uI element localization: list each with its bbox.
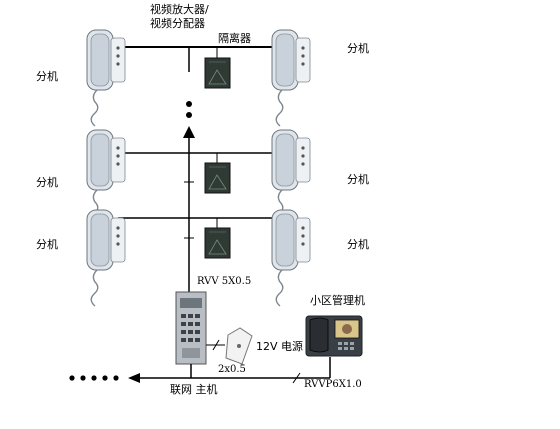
extension-label-right-3: 分机 xyxy=(347,237,369,251)
riser-arrow-icon xyxy=(183,126,195,138)
isolator-label: 隔离器 xyxy=(218,31,251,45)
extension-label-left-1: 分机 xyxy=(36,69,58,83)
bus-continuation-dots xyxy=(69,375,119,381)
management-console xyxy=(305,315,363,357)
isolator-3 xyxy=(204,218,231,259)
host-label: 联网 主机 xyxy=(170,382,218,396)
extension-handset-left-3 xyxy=(86,209,126,307)
extension-handset-left-1 xyxy=(86,29,126,127)
manager-label: 小区管理机 xyxy=(310,293,365,307)
extension-handset-right-1 xyxy=(271,29,311,127)
amplifier-label-line1: 视频放大器/ xyxy=(150,2,209,16)
door-station-main-unit xyxy=(175,291,207,365)
riser-continuation-dots xyxy=(186,101,192,118)
short-cable-label: 2x0.5 xyxy=(218,364,246,375)
power-supply-label: 12V 电源 xyxy=(256,339,303,353)
isolator-1 xyxy=(204,47,231,89)
extension-handset-right-3 xyxy=(271,209,311,307)
bus-cable-label: RVVP6X1.0 xyxy=(304,379,362,390)
bus-arrow-icon xyxy=(128,373,140,383)
power-supply-unit xyxy=(225,327,253,365)
amplifier-label-line2: 视频分配器 xyxy=(150,16,205,30)
extension-label-left-3: 分机 xyxy=(36,237,58,251)
extension-label-right-1: 分机 xyxy=(347,41,369,55)
riser-cable-label: RVV 5X0.5 xyxy=(197,276,251,287)
extension-label-right-2: 分机 xyxy=(347,172,369,186)
extension-label-left-2: 分机 xyxy=(36,175,58,189)
isolator-2 xyxy=(204,153,231,194)
